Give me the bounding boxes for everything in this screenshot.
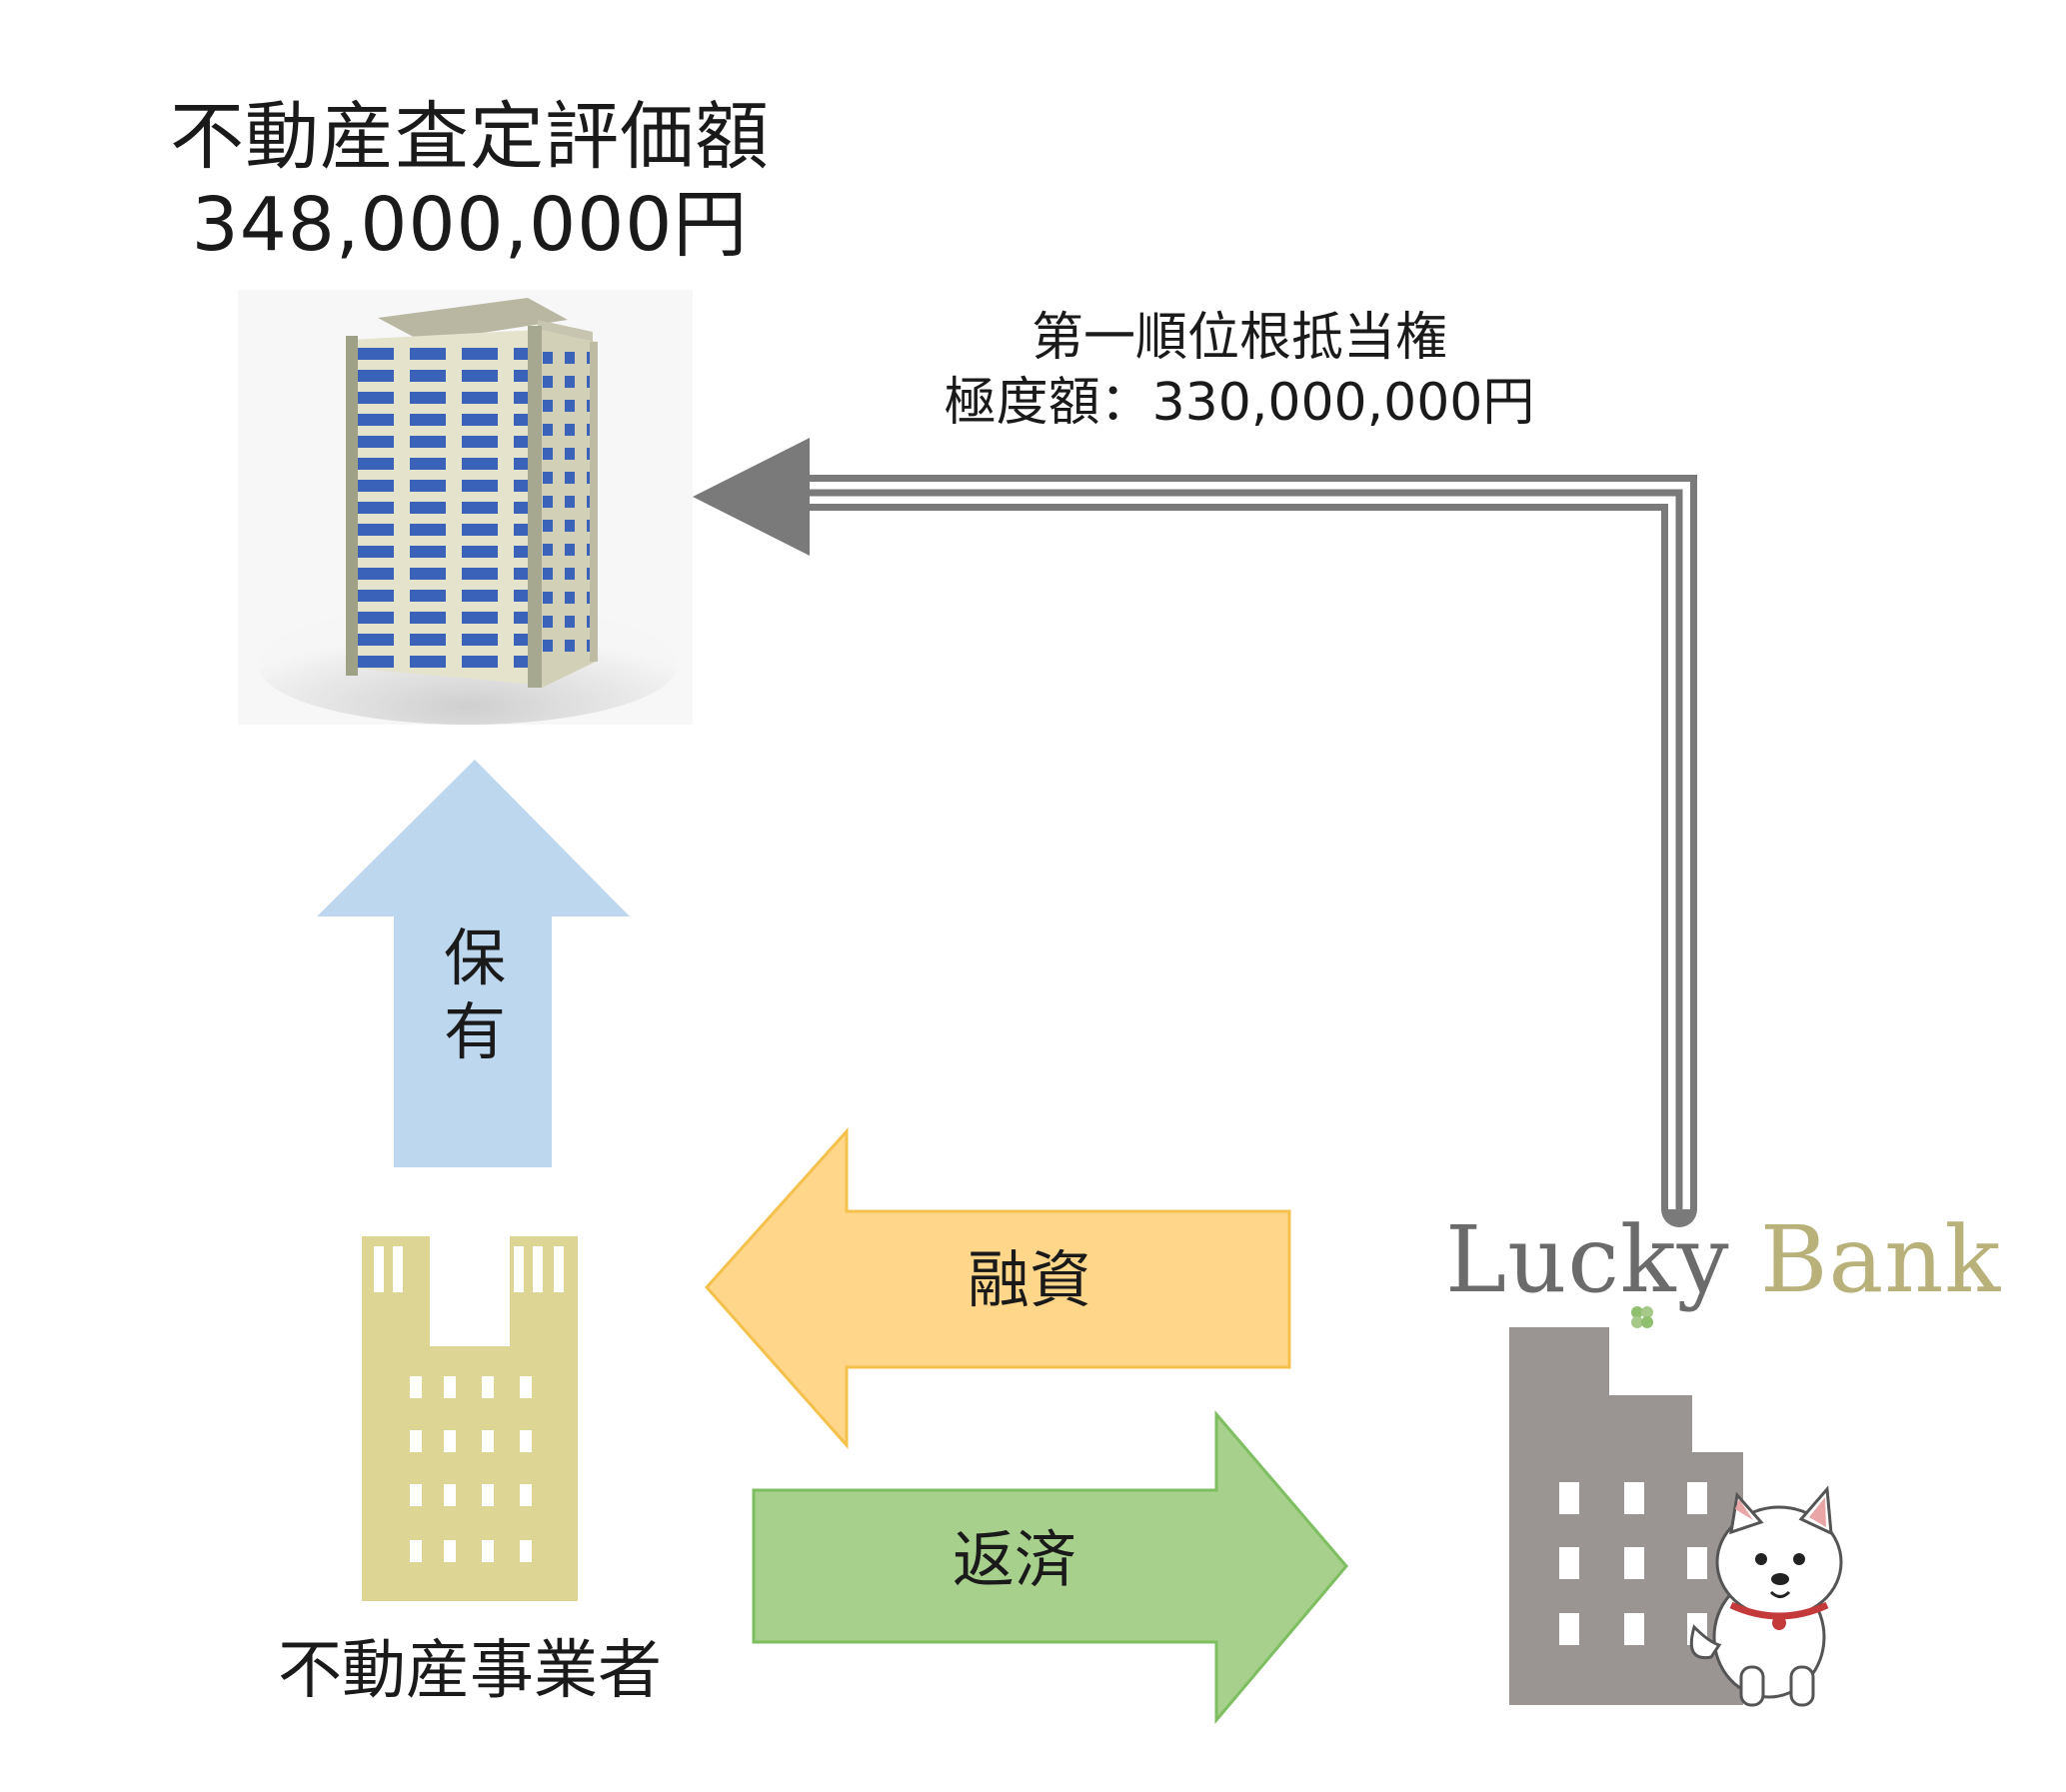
logo-text-bank: Bank xyxy=(1759,1206,2002,1313)
holding-arrow xyxy=(317,760,630,1167)
mortgage-limit: 極度額：330,000,000円 xyxy=(944,373,1535,433)
clover-icon xyxy=(1631,1306,1653,1328)
operator-label: 不動産事業者 xyxy=(278,1634,662,1708)
appraisal-value: 348,000,000円 xyxy=(191,182,749,268)
appraisal-label: 不動産査定評価額 xyxy=(170,94,770,180)
logo-text-lucky: Lucky xyxy=(1445,1206,1760,1313)
repay-label: 返済 xyxy=(952,1523,1076,1596)
repay-arrow xyxy=(752,1409,1348,1725)
bank-building-with-dog-icon xyxy=(1509,1327,1843,1707)
apartment-tower-icon xyxy=(238,290,693,725)
holding-label-2: 有 xyxy=(443,995,506,1068)
mortgage-label: 第一順位根抵当権 xyxy=(1031,308,1447,368)
loan-arrow xyxy=(704,1127,1291,1449)
loan-label: 融資 xyxy=(967,1243,1091,1316)
lucky-bank-logo: Lucky Bank xyxy=(1445,1214,2001,1306)
office-building-icon xyxy=(362,1236,578,1601)
holding-label-1: 保 xyxy=(443,921,506,994)
